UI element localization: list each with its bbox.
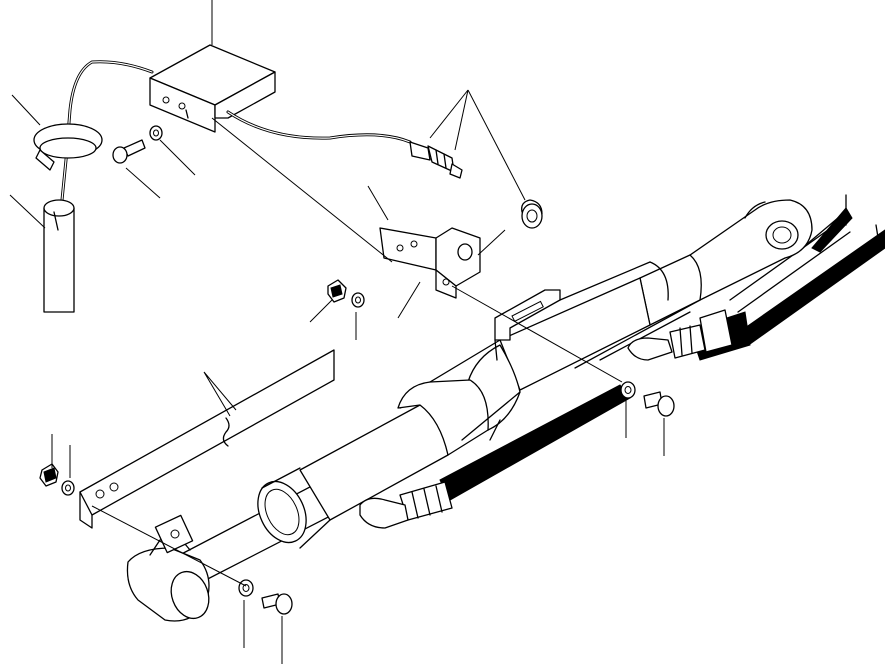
bottom-bolt	[261, 593, 293, 615]
leader-lines	[9, 0, 665, 664]
box-screw	[112, 139, 146, 164]
spacer-collar	[521, 199, 543, 229]
cable-bundle	[43, 199, 75, 313]
bracket-nut	[327, 279, 347, 303]
connector-plug	[409, 141, 463, 179]
cylinder-washer	[620, 381, 636, 399]
bracket	[379, 227, 481, 299]
strip-nut	[39, 463, 59, 487]
sensor-box	[149, 44, 276, 133]
strip-washer	[61, 480, 75, 496]
cable-clamp	[33, 123, 103, 171]
strip-bar	[79, 349, 335, 529]
lower-cylinder	[126, 339, 631, 622]
cylinder-bolt	[643, 391, 675, 417]
bottom-washer	[238, 579, 254, 597]
box-washer	[149, 125, 163, 141]
cylinder-nut	[351, 292, 365, 308]
sensor-cable-right	[226, 110, 412, 144]
